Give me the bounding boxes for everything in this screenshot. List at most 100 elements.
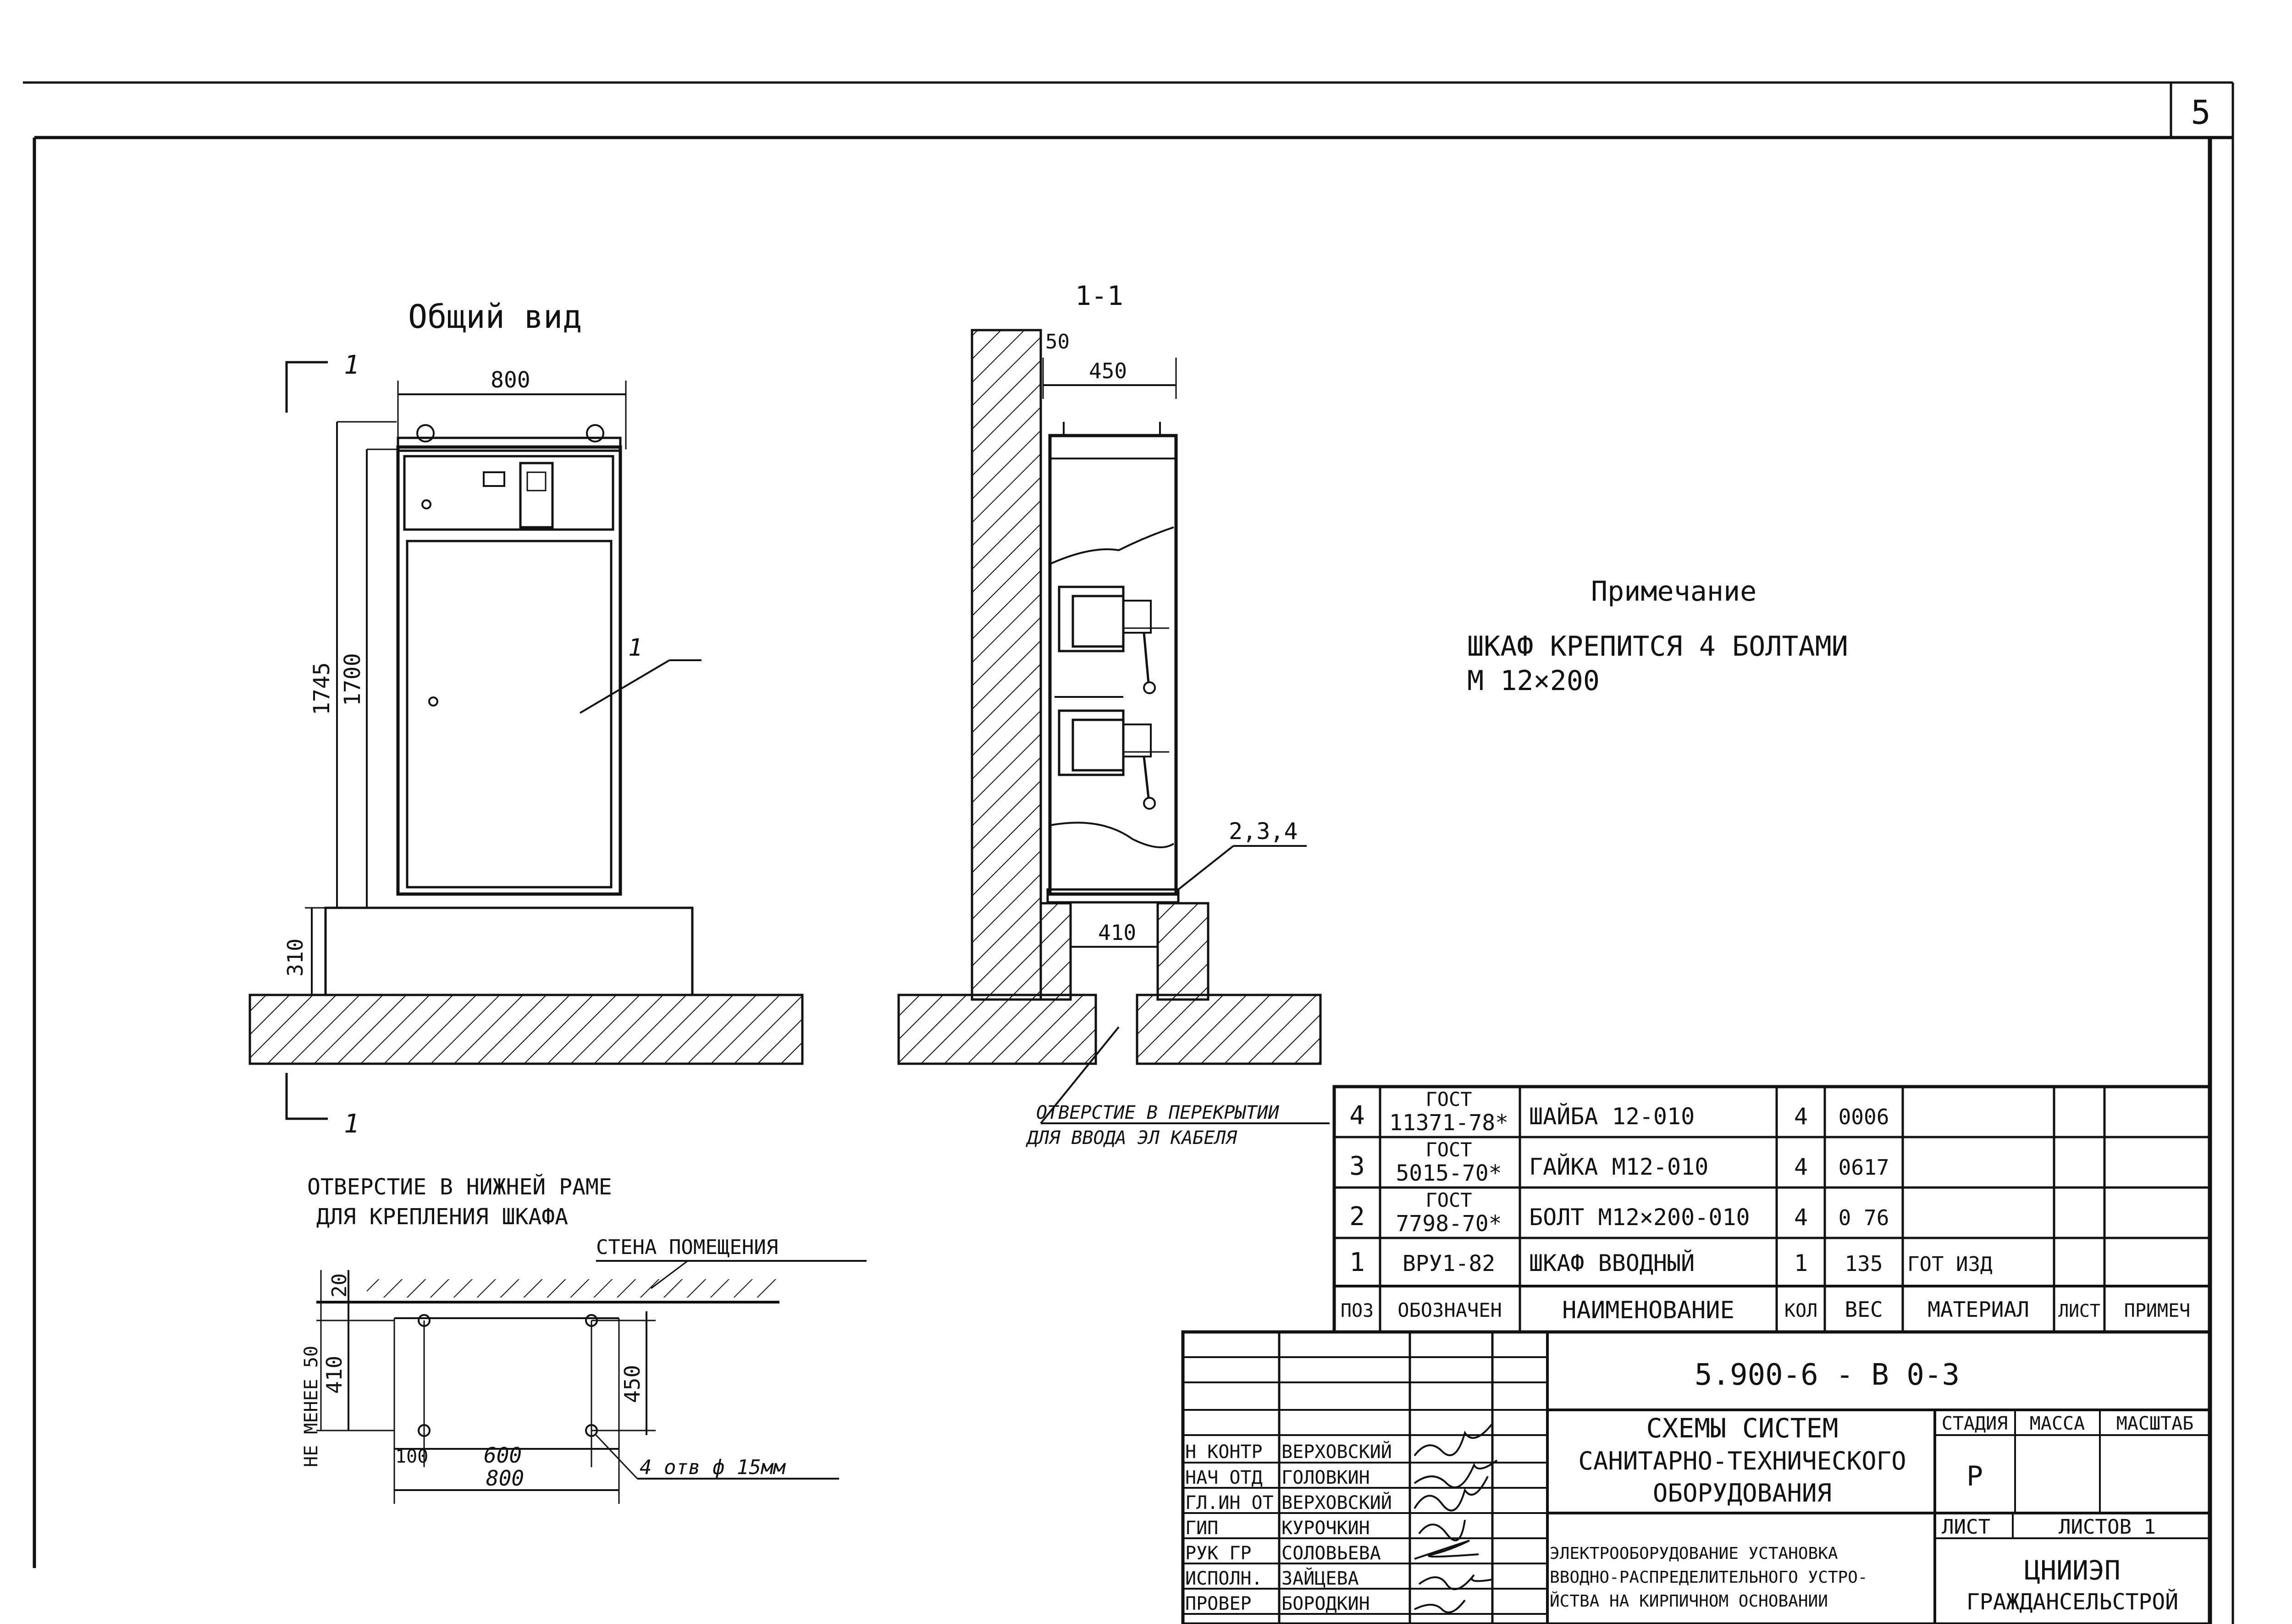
doc-code: 5.900-6 - В 0-3 [1695, 1358, 1960, 1392]
role-label: ПРОВЕР [1185, 1593, 1252, 1614]
role-label: ГИП [1185, 1518, 1218, 1539]
meter-window-inner [526, 471, 547, 492]
spec-row-qty: 4 [1794, 1204, 1808, 1231]
brick-plinth [324, 906, 694, 996]
spec-header-sheet: ЛИСТ [2058, 1301, 2100, 1321]
plinth-right [1156, 902, 1210, 1001]
sheet-title-1: ЭЛЕКТРООБОРУДОВАНИЕ УСТАНОВКА [1550, 1544, 1838, 1563]
spec-row-weight: 135 [1845, 1251, 1883, 1276]
floor-opening-label-2: ДЛЯ ВВОДА ЭЛ КАБЕЛЯ [1026, 1127, 1237, 1149]
role-label: ГЛ.ИН ОТ [1185, 1492, 1274, 1514]
person-name: КУРОЧКИН [1281, 1518, 1370, 1539]
spec-table-text: 4 ГОСТ 11371-78* ШАЙБА 12-010 4 0006 3 Г… [1341, 1088, 2190, 1324]
cabinet-door [406, 540, 613, 889]
spec-header-material: МАТЕРИАЛ [1927, 1297, 2029, 1322]
cabinet-base-frame [1046, 888, 1180, 904]
dim-450: 450 [620, 1365, 645, 1403]
circuit-breaker-1 [1058, 586, 1169, 694]
role-label: РУК ГР [1185, 1543, 1252, 1564]
lifting-eye-right-icon [586, 424, 604, 442]
title-block-text: 5.900-6 - В 0-3 СХЕМЫ СИСТЕМ САНИТАРНО-Т… [1185, 1358, 2193, 1615]
cabinet-top-panel [403, 455, 614, 531]
dim-plinth-310: 310 [283, 939, 308, 977]
cabinet-side [1048, 434, 1178, 896]
spec-header-qty: КОЛ [1784, 1300, 1817, 1321]
sheet-number: 5 [2191, 93, 2210, 132]
project-title-2: САНИТАРНО-ТЕХНИЧЕСКОГО [1578, 1447, 1906, 1475]
spec-row-name: БОЛТ М12×200-010 [1529, 1204, 1750, 1231]
section-mark-bottom: 1 [344, 1109, 359, 1139]
org-name-1: ЦНИИЭП [2024, 1555, 2121, 1586]
person-name: СОЛОВЬЕВА [1281, 1543, 1381, 1564]
cutaway-break [1049, 526, 1174, 565]
role-label: ИСПОЛН. [1185, 1568, 1263, 1589]
sheets-label: ЛИСТОВ 1 [2059, 1515, 2156, 1539]
spec-header-code: ОБОЗНАЧЕН [1397, 1299, 1502, 1321]
meter-window [519, 462, 554, 529]
dim-depth-450: 450 [1089, 359, 1127, 383]
spec-row-pos: 2 [1349, 1202, 1365, 1232]
door-lock-icon [428, 696, 438, 707]
dim-height-1700: 1700 [340, 653, 365, 706]
fastener-leader-label: 2,3,4 [1229, 818, 1298, 845]
spec-row-qty: 1 [1794, 1250, 1808, 1276]
circuit-breaker-2 [1058, 709, 1169, 810]
section-title: 1-1 [1075, 280, 1123, 311]
sheet-title-3: ЙСТВА НА КИРПИЧНОМ ОСНОВАНИИ [1550, 1591, 1828, 1611]
org-name-2: ГРАЖДАНСЕЛЬСТРОЙ [1966, 1589, 2178, 1615]
dim-width-800: 800 [491, 367, 530, 393]
sheet-frame [23, 81, 2234, 1624]
spec-row-code2: ВРУ1-82 [1403, 1251, 1495, 1276]
cabinet-top-rail [397, 436, 622, 452]
spec-header-name: НАИМЕНОВАНИЕ [1562, 1297, 1734, 1324]
project-title-1: СХЕМЫ СИСТЕМ [1646, 1413, 1838, 1444]
meter-window-small [483, 471, 505, 487]
plinth-left [1039, 902, 1072, 1001]
person-name: ВЕРХОВСКИЙ [1281, 1441, 1392, 1463]
spec-header-weight: ВЕС [1845, 1297, 1883, 1322]
floor-slab [249, 994, 804, 1065]
role-label: Н КОНТР [1185, 1442, 1263, 1463]
dim-opening-410: 410 [1098, 920, 1136, 945]
room-wall [971, 329, 1042, 1001]
cabinet-outline [396, 445, 622, 896]
stage-label: СТАДИЯ [1942, 1413, 2008, 1434]
dim-height-1745: 1745 [309, 662, 335, 715]
spec-row-code1: ГОСТ [1425, 1189, 1472, 1211]
general-view-title: Общий вид [408, 298, 582, 336]
frame-hole-title-1: ОТВЕРСТИЕ В НИЖНЕЙ РАМЕ [307, 1174, 612, 1200]
spec-header-pos: ПОЗ [1341, 1300, 1374, 1321]
spec-table [1332, 1085, 2212, 1334]
role-label: НАЧ ОТД [1185, 1467, 1263, 1488]
scale-label: МАСШТАБ [2116, 1413, 2194, 1434]
spec-row-weight: 0617 [1839, 1155, 1889, 1180]
section-view: 1-1 50 450 [897, 280, 1330, 1149]
person-name: ВЕРХОВСКИЙ [1281, 1491, 1392, 1514]
note-line-1: ШКАФ КРЕПИТСЯ 4 БОЛТАМИ [1467, 630, 1848, 663]
wall-strip [367, 1279, 779, 1298]
project-title-3: ОБОРУДОВАНИЯ [1653, 1479, 1832, 1508]
mass-label: МАССА [2030, 1413, 2085, 1434]
person-name: ГОЛОВКИН [1281, 1467, 1370, 1488]
person-name: БОРОДКИН [1281, 1593, 1370, 1614]
dim-600: 600 [484, 1443, 522, 1468]
cabinet-leader-label: 1 [628, 634, 642, 662]
spec-row-qty: 4 [1794, 1103, 1808, 1130]
note-line-2: М 12×200 [1467, 665, 1600, 697]
stage-value: Р [1966, 1460, 1983, 1492]
dim-gap-50: 50 [1045, 330, 1070, 354]
spec-row-name: ШАЙБА 12-010 [1529, 1103, 1695, 1130]
spec-row-code2: 7798-70* [1396, 1211, 1502, 1237]
floor-opening-label-1: ОТВЕРСТИЕ В ПЕРЕКРЫТИИ [1036, 1102, 1280, 1123]
spec-row-pos: 4 [1349, 1101, 1365, 1131]
spec-row-material: ГОТ ИЗД [1907, 1253, 1992, 1276]
person-name: ЗАЙЦЕВА [1281, 1567, 1359, 1589]
hole-spec-label: 4 отв ф 15мм [640, 1456, 786, 1479]
dim-min-50: НЕ МЕНЕЕ 50 [301, 1346, 322, 1467]
title-block-lines [1181, 1330, 2212, 1624]
spec-row-code2: 5015-70* [1396, 1160, 1502, 1186]
spec-header-note: ПРИМЕЧ [2124, 1300, 2191, 1321]
spec-row-pos: 1 [1349, 1248, 1365, 1277]
dim-100: 100 [395, 1446, 428, 1467]
general-view: Общий вид 1 1 800 1 1745 1700 [249, 298, 804, 1139]
